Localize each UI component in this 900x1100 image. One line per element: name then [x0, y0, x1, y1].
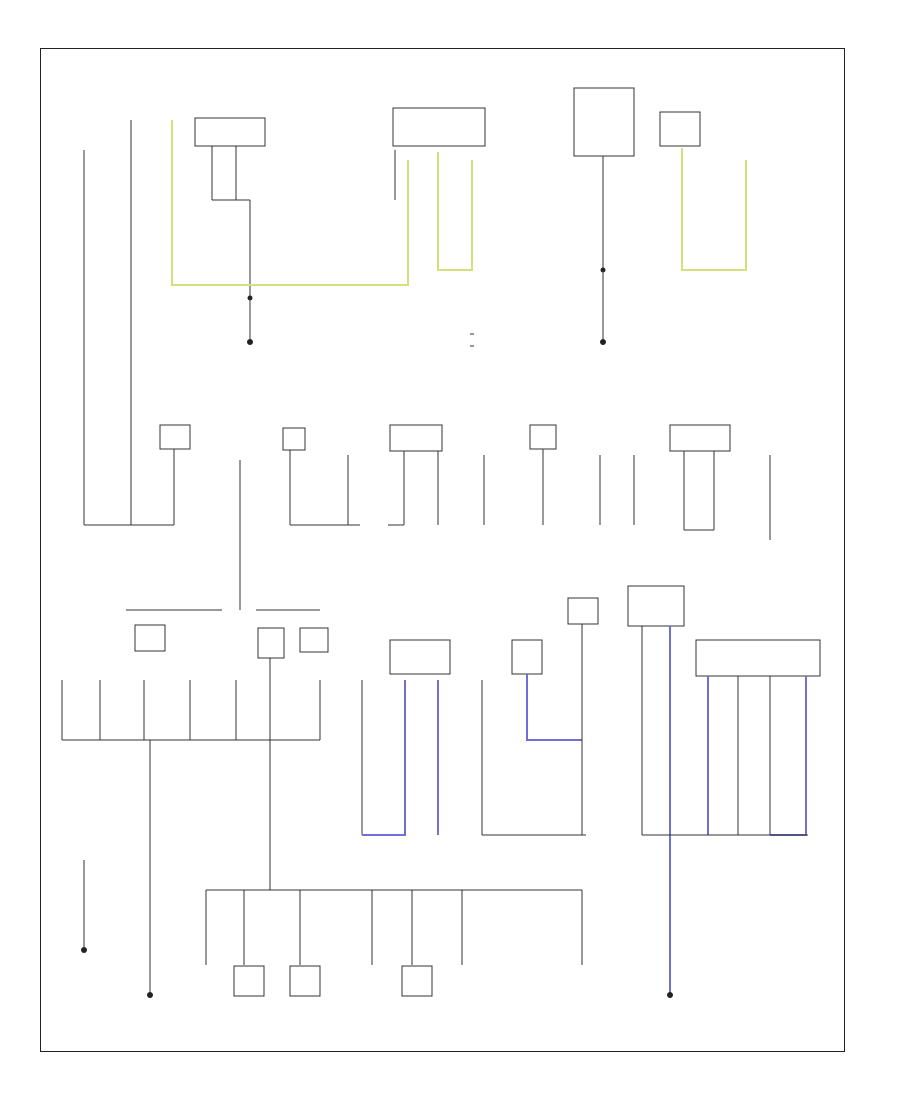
lower-left-group: [61, 609, 329, 998]
component-box: [511, 639, 543, 675]
yellow-wire: [171, 120, 409, 286]
yellow-wire: [681, 148, 747, 271]
ground-point: [147, 992, 153, 998]
component-box: [392, 107, 486, 147]
blue-wire: [526, 674, 582, 741]
connector-box: [529, 424, 557, 450]
lower-right-group: [627, 585, 821, 998]
lower-center-group: [361, 597, 599, 836]
bottom-ground-bus: [205, 889, 583, 997]
component-box: [573, 87, 635, 157]
top-right-group: [470, 87, 747, 347]
blue-wire: [770, 676, 807, 836]
component-box: [389, 639, 451, 675]
connector-box: [282, 427, 306, 451]
component-box: [659, 111, 701, 147]
component-box: [567, 597, 599, 625]
ground-point: [247, 339, 253, 345]
component-box: [194, 117, 266, 147]
component-box: [299, 627, 329, 653]
yellow-wire: [437, 152, 473, 271]
component-box: [257, 627, 285, 659]
component-box: [233, 965, 265, 997]
ground-point: [667, 992, 673, 998]
component-box: [695, 639, 821, 677]
ground-point: [81, 947, 87, 953]
component-box: [134, 624, 166, 652]
connector-box: [159, 424, 191, 450]
diagram-frame: [40, 48, 845, 1052]
connector-box: [389, 424, 443, 452]
connector-box: [669, 424, 731, 452]
middle-connector-row: [159, 424, 771, 610]
blue-wire: [362, 680, 406, 836]
top-left-group: [83, 107, 486, 526]
component-box: [627, 585, 685, 627]
component-box: [289, 965, 321, 997]
component-box: [401, 965, 433, 997]
ground-point: [600, 339, 606, 345]
